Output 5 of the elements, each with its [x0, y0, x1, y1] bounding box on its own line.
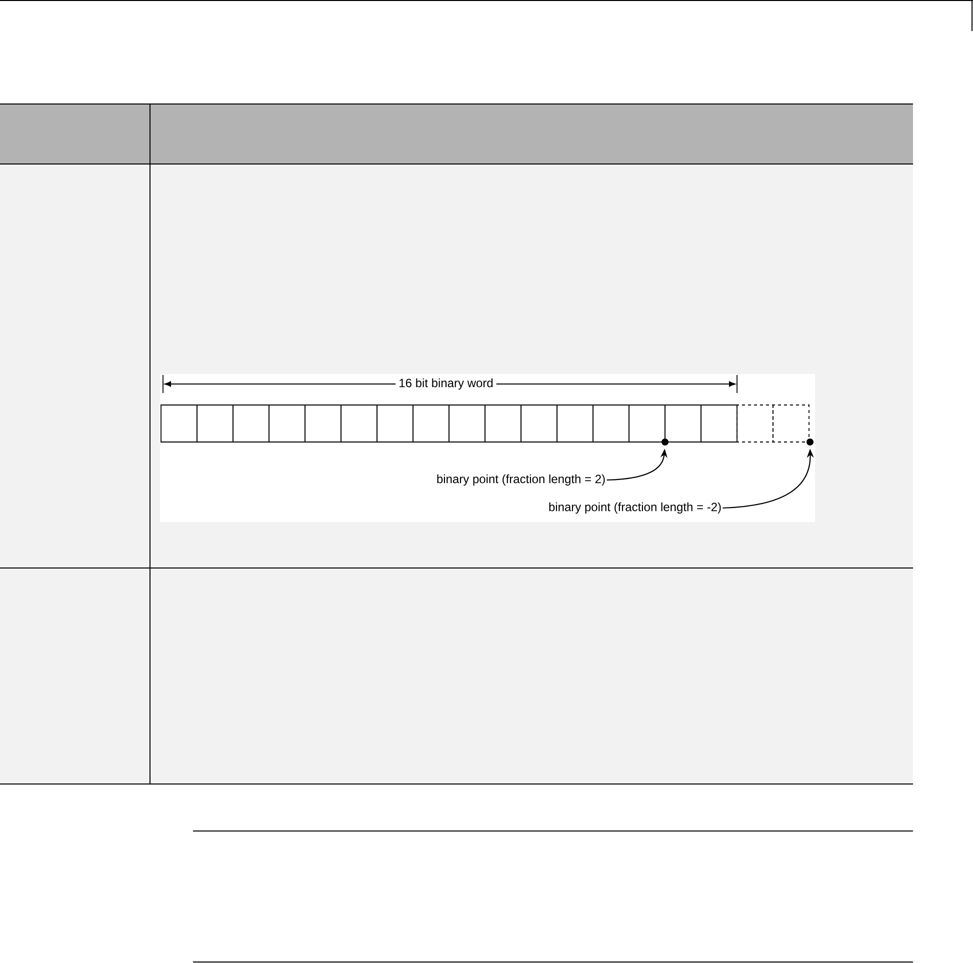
leader-label: binary point (fraction length = 2)	[437, 474, 605, 486]
leader-label: binary point (fraction length = -2)	[549, 502, 721, 514]
point-dot	[662, 438, 668, 446]
dimension-label: 16 bit binary word	[396, 375, 496, 393]
point-dot	[806, 438, 814, 446]
